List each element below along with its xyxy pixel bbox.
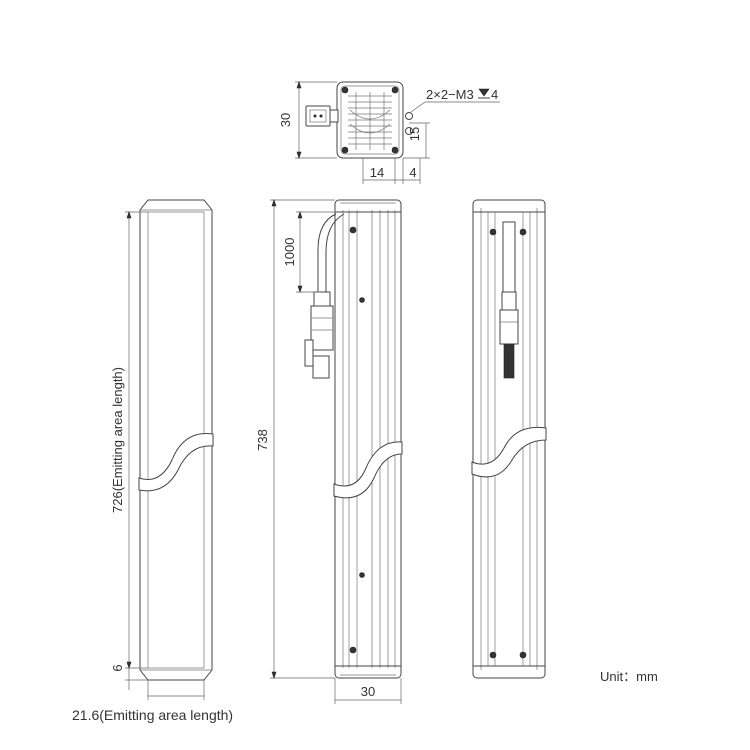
depth-symbol-icon (478, 88, 490, 99)
top-height-dim: 30 (278, 113, 293, 127)
front-view: 726(Emitting area length) 6 21.6(Emittin… (72, 199, 233, 723)
top-width-a-dim: 14 (370, 165, 384, 180)
top-view: 30 15 2×2−M3 4 14 4 (278, 81, 500, 184)
cable-length-dim: 1000 (282, 238, 297, 267)
emitting-length-dim: 726(Emitting area length) (110, 367, 125, 513)
heatsink-pattern (348, 92, 392, 150)
top-width-b-dim: 4 (409, 165, 416, 180)
side-view: 1000 738 30 (255, 199, 403, 704)
total-length-dim: 738 (255, 429, 270, 451)
top-mount-height-dim: 15 (407, 127, 422, 141)
thread-note: 2×2−M3 (426, 87, 474, 102)
emitting-width-dim: 21.6(Emitting area length) (72, 707, 233, 723)
end-offset-dim: 6 (110, 664, 125, 671)
thread-depth: 4 (491, 87, 498, 102)
unit-label: Unit：mm (600, 669, 658, 684)
rear-view (471, 199, 547, 679)
body-width-dim: 30 (361, 684, 375, 699)
